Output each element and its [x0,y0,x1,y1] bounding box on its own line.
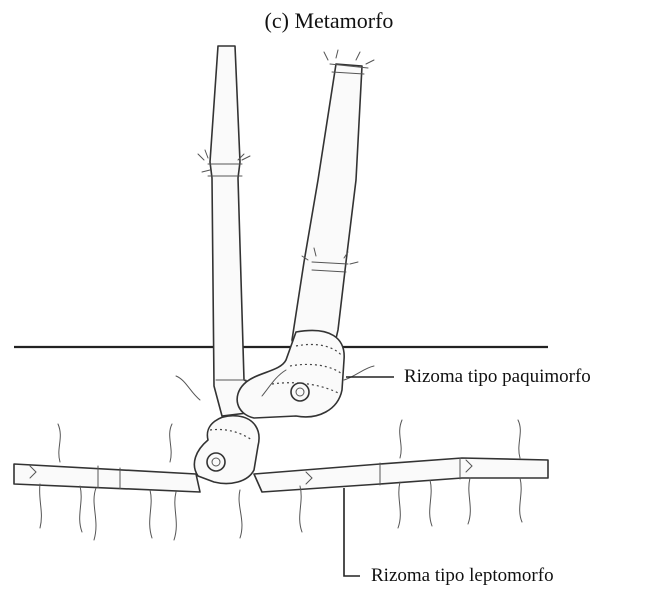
pachymorph-label: Rizoma tipo paquimorfo [404,366,591,388]
leptomorph-label: Rizoma tipo leptomorfo [371,565,554,587]
leptomorph-leader [344,488,360,576]
left-culm [198,46,258,416]
leptomorph-rhizome [14,458,548,492]
